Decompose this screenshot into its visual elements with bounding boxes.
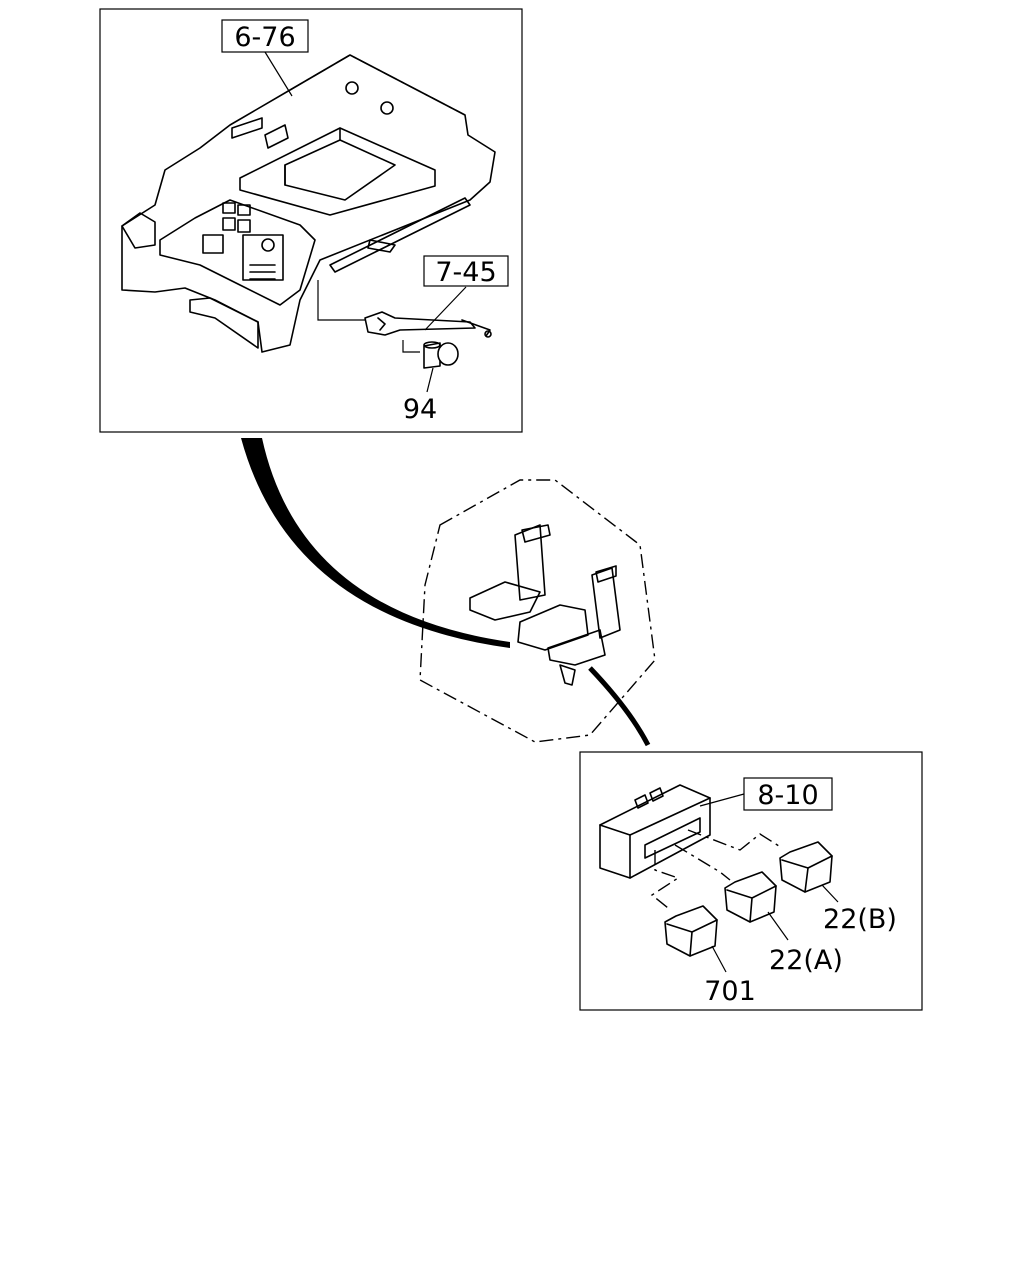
console-detail-frame	[99, 8, 523, 433]
detail-pointer-upper	[241, 438, 510, 648]
leader-94	[426, 367, 434, 393]
switch-panel-illustration	[599, 784, 711, 879]
switch-detail-frame	[579, 751, 923, 1011]
grommet-bracket-line	[402, 340, 420, 353]
leader-22b	[821, 884, 839, 903]
leader-22a	[767, 911, 789, 941]
callout-22a: 22(A)	[769, 945, 843, 976]
knob-22b	[779, 841, 833, 893]
assembly-line-22a	[674, 844, 731, 881]
center-console-illustration	[121, 54, 496, 353]
callout-22b: 22(B)	[823, 904, 897, 935]
cable-bracket-line	[317, 280, 365, 321]
cab-overview-illustration	[419, 479, 656, 743]
callout-7-45: 7-45	[435, 257, 496, 288]
leader-8-10	[699, 793, 745, 807]
callout-8-10: 8-10	[757, 780, 818, 811]
leader-7-45	[424, 286, 467, 331]
leader-701	[711, 945, 727, 973]
assembly-line-22b	[687, 829, 783, 851]
knob-22a	[724, 871, 777, 923]
leader-6-76	[264, 51, 293, 97]
callout-94: 94	[403, 394, 437, 425]
assembly-line-701	[650, 850, 680, 909]
grommet-illustration	[423, 341, 459, 369]
callout-6-76: 6-76	[234, 22, 295, 53]
knob-701	[664, 905, 718, 957]
callout-701: 701	[704, 976, 756, 1007]
control-cable-illustration	[364, 311, 492, 338]
callout-box-7-45	[423, 255, 509, 287]
detail-pointer-lower	[588, 666, 651, 747]
